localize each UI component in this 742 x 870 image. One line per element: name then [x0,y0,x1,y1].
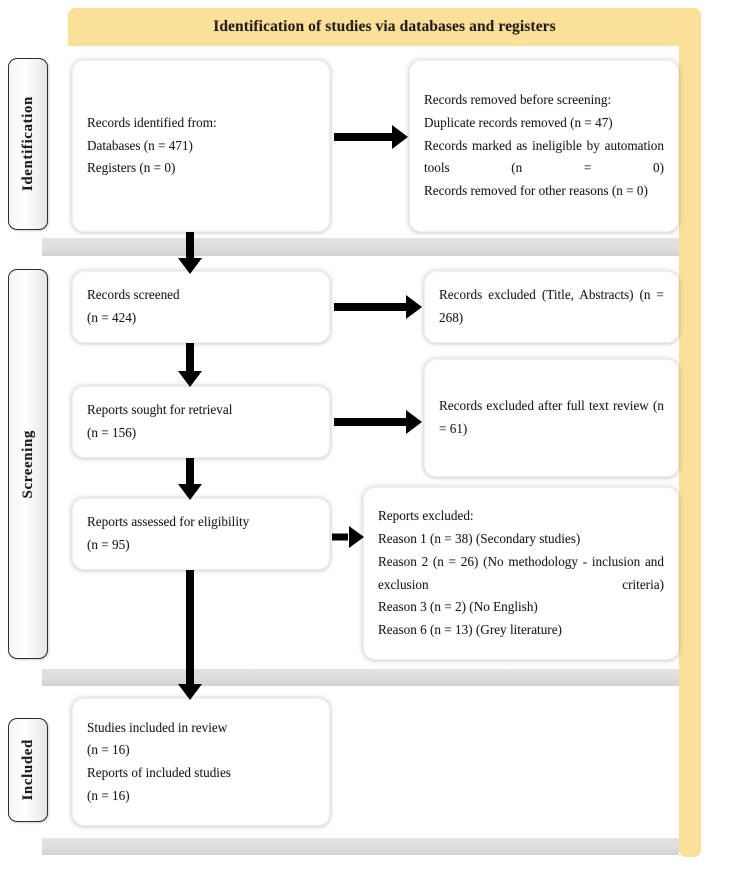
stage-label-identification: Identification [8,58,48,230]
records-screened-line-1: Records screened [87,287,180,303]
arrow-screened-to-sought-icon [166,343,214,387]
arrow-sought-to-excluded-fulltext-icon [334,407,422,437]
stage-separator-band-3 [42,838,679,855]
reports-excluded-reason-6: Reason 6 (n = 13) (Grey literature) [378,621,562,637]
page-title: Identification of studies via databases … [213,18,556,35]
records-identified-line-3: Registers (n = 0) [87,160,176,176]
arrow-identified-to-screened-icon [166,232,214,274]
arrow-screened-to-excluded-title-icon [334,292,422,322]
studies-included-line-2: (n = 16) [87,742,130,758]
studies-included-line-4: (n = 16) [87,787,130,803]
reports-assessed-line-2: (n = 95) [87,537,130,552]
box-reports-sought-for-retrieval: Reports sought for retrieval (n = 156) [72,386,330,458]
box-reports-assessed-for-eligibility: Reports assessed for eligibility (n = 95… [72,498,330,570]
stage-label-screening: Screening [8,269,48,659]
reports-excluded-reason-3: Reason 3 (n = 2) (No English) [378,599,538,615]
records-removed-line-4: Records removed for other reasons (n = 0… [424,183,648,199]
box-records-excluded-full-text: Records excluded after full text review … [424,359,679,477]
stage-label-included: Included [8,718,48,822]
stage-separator-band-2 [42,669,679,686]
box-records-excluded-title-abstracts: Records excluded (Title, Abstracts) (n =… [424,271,679,343]
arrow-sought-to-assessed-icon [166,458,214,500]
arrow-assessed-to-reports-excluded-icon [332,523,364,551]
stage-label-identification-text: Identification [19,96,36,192]
reports-assessed-line-1: Reports assessed for eligibility [87,514,250,530]
arrow-identified-to-removed-icon [334,122,408,152]
records-removed-line-2: Duplicate records removed (n = 47) [424,114,613,130]
reports-excluded-reason-1: Reason 1 (n = 38) (Secondary studies) [378,531,581,547]
box-records-removed-before-screening: Records removed before screening: Duplic… [409,60,679,232]
reports-excluded-reason-2: Reason 2 (n = 26) (No methodology - incl… [378,553,664,592]
studies-included-line-3: Reports of included studies [87,765,231,780]
box-studies-included: Studies included in review (n = 16) Repo… [72,698,330,826]
studies-included-line-1: Studies included in review [87,719,228,735]
box-records-identified: Records identified from: Databases (n = … [72,60,330,232]
reports-excluded-heading: Reports excluded: [378,508,474,524]
arrow-assessed-to-included-icon [166,570,214,700]
records-identified-line-1: Records identified from: [87,114,217,130]
yellow-side-rail [679,40,701,857]
records-screened-line-2: (n = 424) [87,310,137,325]
stage-label-included-text: Included [19,739,36,801]
records-identified-line-2: Databases (n = 471) [87,137,193,153]
records-excluded-fulltext-text: Records excluded after full text review … [439,398,664,436]
box-reports-excluded-reasons: Reports excluded: Reason 1 (n = 38) (Sec… [363,487,679,660]
records-excluded-title-text: Records excluded (Title, Abstracts) (n =… [439,287,664,325]
stage-separator-band-1 [42,238,679,256]
stage-label-screening-text: Screening [19,429,36,499]
reports-sought-line-1: Reports sought for retrieval [87,402,233,418]
box-records-screened: Records screened (n = 424) [72,271,330,343]
records-removed-line-1: Records removed before screening: [424,92,612,108]
reports-sought-line-2: (n = 156) [87,425,137,440]
records-removed-line-3: Records marked as ineligible by automati… [424,137,664,176]
diagram-header-banner: Identification of studies via databases … [68,8,701,46]
